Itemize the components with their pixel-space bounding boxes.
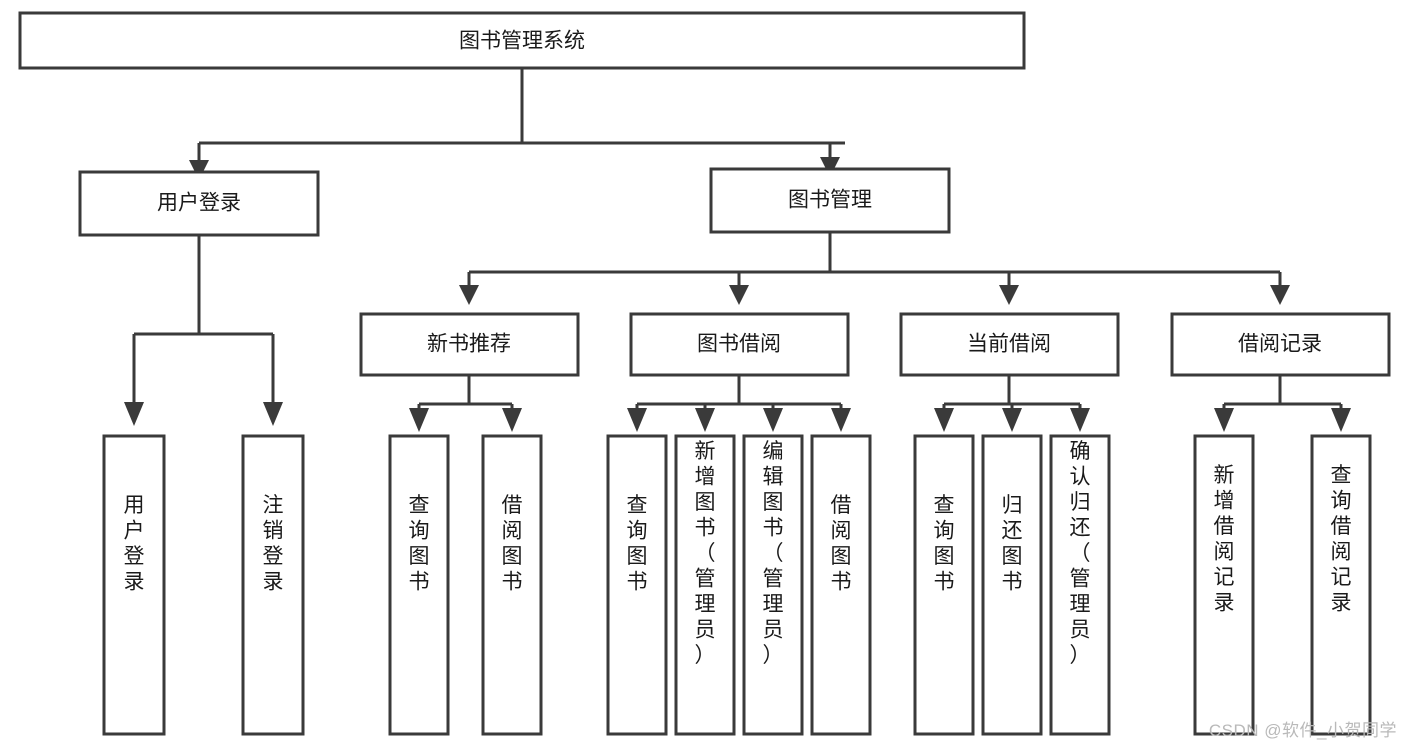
leaf-box-return-book[interactable]: [981, 434, 1043, 736]
leaf-label-query-record: 查询借阅记录: [1331, 464, 1352, 615]
borrow-record-label: 借阅记录: [1238, 333, 1322, 356]
node-user-login[interactable]: 用户登录: [78, 170, 320, 237]
connector-userlogin-to-leaves: [124, 235, 283, 426]
node-book-manage[interactable]: 图书管理: [709, 167, 951, 234]
leaf-node[interactable]: 确认归还（管理员）: [1049, 434, 1111, 736]
leaf-label-borrow-book-1: 借阅图书: [502, 494, 523, 594]
leaf-box-query-record[interactable]: [1310, 434, 1372, 736]
book-manage-box[interactable]: [709, 167, 951, 234]
leaf-node[interactable]: 注销登录: [241, 434, 305, 736]
leaf-box-user-login[interactable]: [102, 434, 166, 736]
node-root[interactable]: 图书管理系统: [18, 11, 1026, 70]
book-borrow-box[interactable]: [629, 312, 850, 377]
connector-bookmanage-to-level3: [459, 232, 1290, 305]
leaf-node[interactable]: 借阅图书: [481, 434, 543, 736]
leaf-node[interactable]: 查询借阅记录: [1310, 434, 1372, 736]
leaf-node[interactable]: 查询图书: [913, 434, 975, 736]
leaf-label-user-logout: 注销登录: [263, 494, 284, 594]
leaf-box-user-logout[interactable]: [241, 434, 305, 736]
leaf-label-query-book-1: 查询图书: [409, 494, 430, 594]
leaf-box-borrow-book-1[interactable]: [481, 434, 543, 736]
leaf-box-query-book-3[interactable]: [913, 434, 975, 736]
root-label: 图书管理系统: [459, 30, 585, 53]
leaf-node[interactable]: 新增图书（管理员）: [674, 434, 736, 736]
leaf-node[interactable]: 编辑图书（管理员）: [742, 434, 804, 736]
root-box[interactable]: [18, 11, 1026, 70]
leaf-node[interactable]: 借阅图书: [810, 434, 872, 736]
leaf-label-edit-book: 编辑图书（管理员）: [763, 440, 784, 667]
book-borrow-label: 图书借阅: [697, 333, 781, 356]
borrow-record-box[interactable]: [1170, 312, 1391, 377]
connector-bookborrow-to-leaves: [627, 375, 851, 432]
connector-root-to-level2: [189, 68, 845, 180]
user-login-box[interactable]: [78, 170, 320, 237]
leaf-label-return-book: 归还图书: [1002, 494, 1023, 594]
node-borrow-record[interactable]: 借阅记录: [1170, 312, 1391, 377]
leaf-box-borrow-book-2[interactable]: [810, 434, 872, 736]
connector-currentborrow-to-leaves: [934, 375, 1090, 432]
new-book-recommend-box[interactable]: [359, 312, 580, 377]
leaf-node[interactable]: 归还图书: [981, 434, 1043, 736]
node-current-borrow[interactable]: 当前借阅: [899, 312, 1120, 377]
connector-borrowrecord-to-leaves: [1214, 375, 1351, 432]
leaf-label-add-book: 新增图书（管理员）: [695, 440, 716, 667]
leaf-box-query-book-1[interactable]: [388, 434, 450, 736]
current-borrow-label: 当前借阅: [967, 333, 1051, 356]
leaf-box-edit-book[interactable]: [742, 434, 804, 736]
leaf-node[interactable]: 查询图书: [388, 434, 450, 736]
leaf-label-borrow-book-2: 借阅图书: [831, 494, 852, 594]
leaf-label-query-book-3: 查询图书: [934, 494, 955, 594]
leaf-label-confirm-return: 确认归还（管理员）: [1070, 440, 1091, 667]
leaf-node[interactable]: 用户登录: [102, 434, 166, 736]
node-book-borrow[interactable]: 图书借阅: [629, 312, 850, 377]
node-new-book-recommend[interactable]: 新书推荐: [359, 312, 580, 377]
leaf-node[interactable]: 新增借阅记录: [1193, 434, 1255, 736]
leaf-box-confirm-return[interactable]: [1049, 434, 1111, 736]
connector-newbook-to-leaves: [409, 375, 522, 432]
leaf-node[interactable]: 查询图书: [606, 434, 668, 736]
new-book-recommend-label: 新书推荐: [427, 333, 511, 356]
user-login-label: 用户登录: [157, 192, 241, 215]
current-borrow-box[interactable]: [899, 312, 1120, 377]
leaf-box-add-book[interactable]: [674, 434, 736, 736]
leaf-label-add-record: 新增借阅记录: [1214, 464, 1235, 615]
book-manage-label: 图书管理: [788, 189, 872, 212]
leaf-label-user-login: 用户登录: [124, 494, 145, 594]
leaf-box-query-book-2[interactable]: [606, 434, 668, 736]
leaf-box-add-record[interactable]: [1193, 434, 1255, 736]
leaf-label-query-book-2: 查询图书: [627, 494, 648, 594]
